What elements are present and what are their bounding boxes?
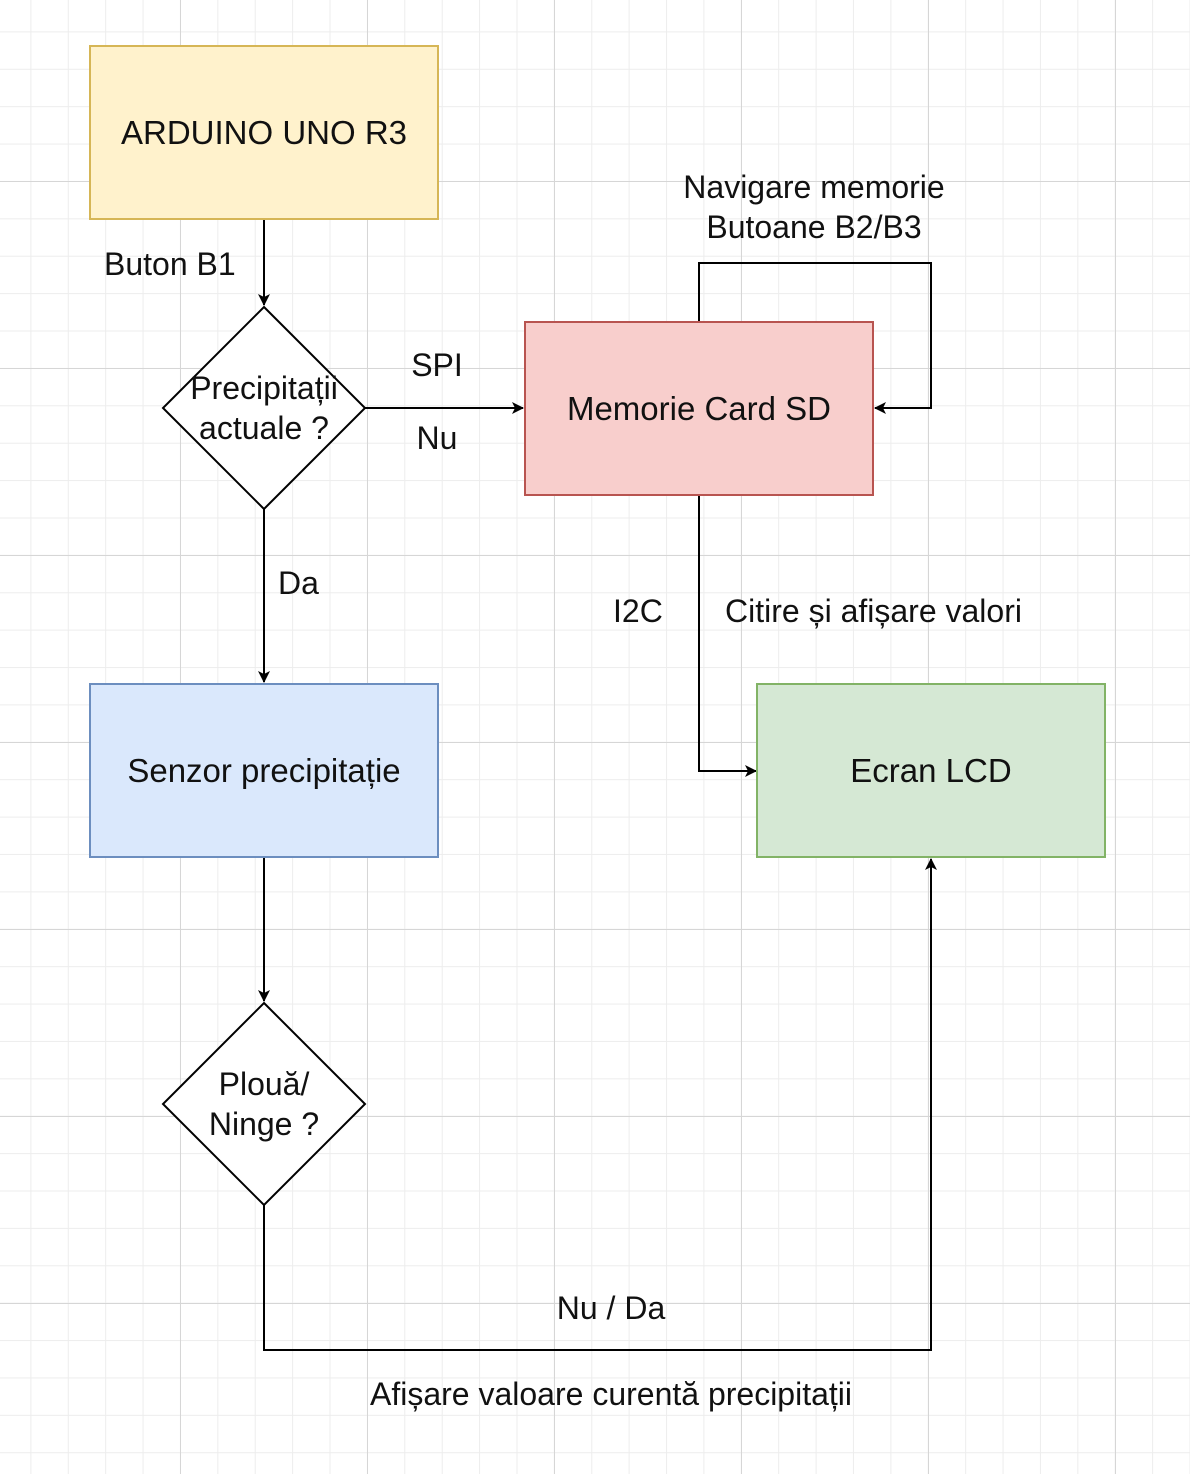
edge-sd-loop [698,262,932,414]
node-lcd[interactable]: Ecran LCD [756,683,1106,858]
label-afisare: Afișare valoare curentă precipitații [369,1376,853,1412]
node-sd-card[interactable]: Memorie Card SD [524,321,874,496]
label-nu: Nu [416,420,458,456]
label-da: Da [278,565,319,601]
label-nu-da: Nu / Da [556,1290,666,1326]
node-sensor[interactable]: Senzor precipitație [89,683,439,858]
node-arduino[interactable]: ARDUINO UNO R3 [89,45,439,220]
node-rain-decision[interactable]: Plouă/ Ninge ? [208,1066,320,1142]
label-buton-b1: Buton B1 [104,246,236,282]
label-navigare: Navigare memorie Butoane B2/B3 [683,169,945,245]
node-precip-decision[interactable]: Precipitații actuale ? [190,370,338,446]
label-spi: SPI [411,347,463,383]
label-citire: Citire și afișare valori [725,593,1022,629]
edge-sd-to-lcd [698,495,757,777]
edge-rain-to-lcd [263,858,937,1351]
label-i2c: I2C [613,593,663,629]
